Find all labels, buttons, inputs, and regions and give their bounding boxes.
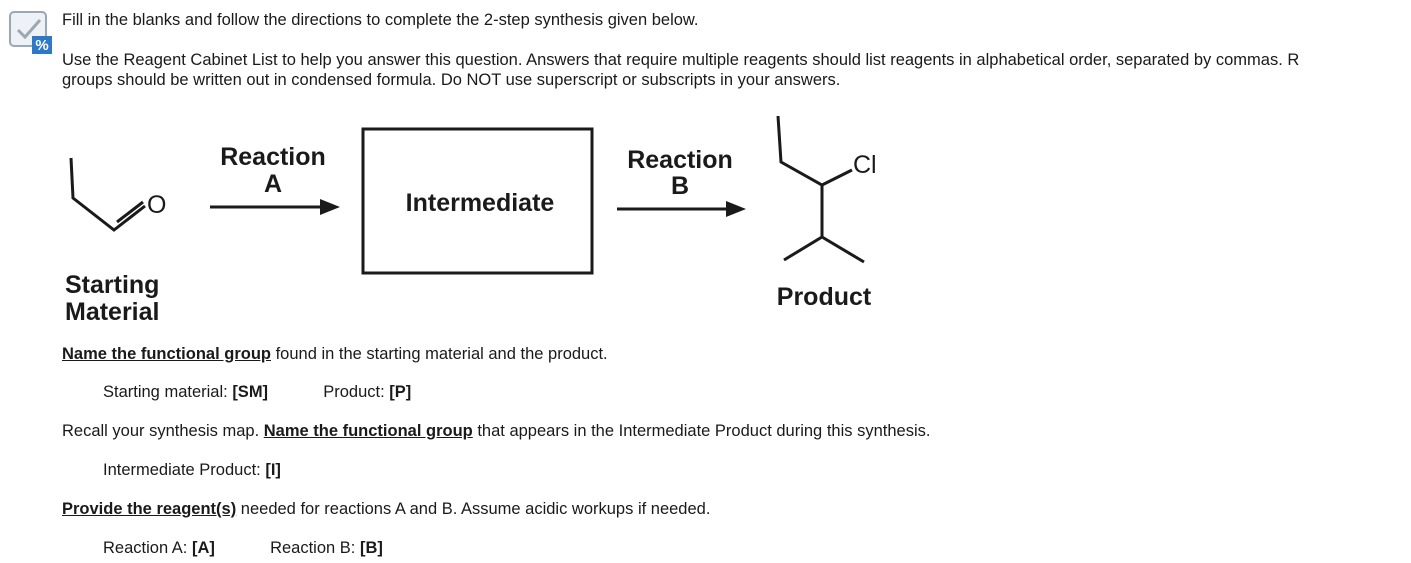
product-chlorine-atom: Cl <box>853 151 877 179</box>
product-label: Product <box>777 283 872 311</box>
p-label: Product: <box>323 383 390 401</box>
q3-link[interactable]: Provide the reagent(s) <box>62 500 237 518</box>
intermediate-box <box>361 127 594 275</box>
a-blank[interactable]: [A] <box>191 539 215 557</box>
sm-blank[interactable]: [SM] <box>232 383 269 401</box>
b-label: Reaction B: <box>270 539 360 557</box>
reaction-a-label-line2: A <box>264 170 282 198</box>
reagent-note-line2: groups should be written out in condense… <box>62 71 841 89</box>
reaction-b-label-line2: B <box>671 172 689 200</box>
q1-text: found in the starting material and the p… <box>271 345 608 363</box>
q1-answers: Starting material: [SM] Product: [P] <box>103 383 411 402</box>
q3-answers: Reaction A: [A] Reaction B: [B] <box>103 539 383 558</box>
instruction-text: Fill in the blanks and follow the direct… <box>62 11 699 29</box>
starting-material-label-line2: Material <box>65 298 159 326</box>
q1-link[interactable]: Name the functional group <box>62 345 272 363</box>
reaction-a-label-line1: Reaction <box>220 143 326 171</box>
a-label: Reaction A: <box>103 539 192 557</box>
q2-answers: Intermediate Product: [I] <box>103 461 281 480</box>
i-label: Intermediate Product: <box>103 461 266 479</box>
synthesis-scheme: O Starting Material Reaction A Intermedi… <box>65 115 877 326</box>
question-3: Provide the reagent(s) needed for reacti… <box>62 500 710 519</box>
reaction-a-arrow <box>210 199 340 215</box>
question-1: Name the functional group found in the s… <box>62 345 608 364</box>
reaction-b-label-line1: Reaction <box>627 146 733 174</box>
p-blank[interactable]: [P] <box>389 383 412 401</box>
product-structure: Cl <box>776 115 877 264</box>
i-blank[interactable]: [I] <box>265 461 281 479</box>
q2-link[interactable]: Name the functional group <box>263 422 473 440</box>
sm-oxygen-atom: O <box>147 191 166 219</box>
reagent-note-line1: Use the Reagent Cabinet List to help you… <box>62 51 1300 69</box>
intermediate-label: Intermediate <box>406 189 555 217</box>
q3-text: needed for reactions A and B. Assume aci… <box>236 500 711 518</box>
reaction-b-arrow <box>617 201 746 217</box>
question-2: Recall your synthesis map. Name the func… <box>62 422 930 441</box>
starting-material-label-line1: Starting <box>65 271 159 299</box>
b-blank[interactable]: [B] <box>359 539 383 557</box>
sm-label: Starting material: <box>103 383 233 401</box>
starting-material-structure: O <box>69 157 166 232</box>
q2-text: that appears in the Intermediate Product… <box>472 422 931 440</box>
q2-intro: Recall your synthesis map. <box>62 422 264 440</box>
question-type-icon: % <box>8 10 54 56</box>
svg-text:%: % <box>35 37 48 54</box>
